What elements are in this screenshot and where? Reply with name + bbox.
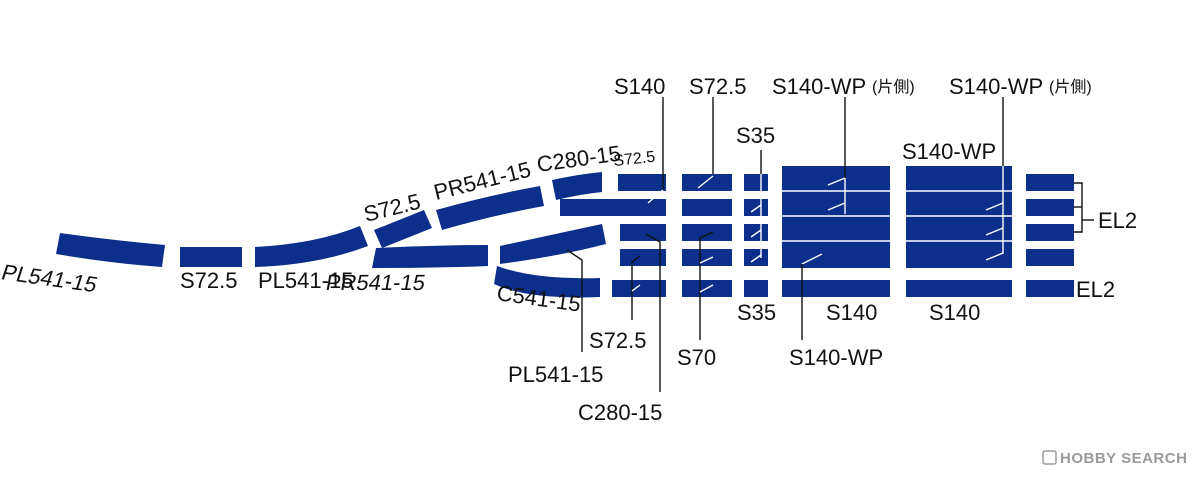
label-top-s140-wp-2: S140-WP [949, 74, 1043, 99]
label-top-s35: S35 [736, 123, 775, 148]
label-pr541-15-lower: PR541-15 [324, 270, 427, 295]
label-bottom-c280-15: C280-15 [578, 400, 662, 425]
label-top-s140: S140 [614, 74, 665, 99]
track-block-s140-wp-b [906, 166, 1012, 268]
label-pl541-15-italic: PL541-15 [0, 260, 101, 297]
track-el2-3 [1026, 224, 1074, 241]
track-row2-c [744, 199, 768, 216]
track-block-s140-wp-a [782, 166, 890, 268]
track-row4-b [682, 249, 732, 266]
track-piece-pr541-upper [436, 186, 544, 230]
track-row5-s140-b [906, 280, 1012, 297]
track-el2-5 [1026, 280, 1074, 297]
track-row4-c [744, 249, 768, 266]
label-top-s140-wp-2-note: (片側) [1049, 78, 1092, 96]
track-piece-pl541-lower-mid [500, 224, 606, 264]
track-row2-a [560, 199, 666, 216]
label-bottom-s140-b: S140 [929, 300, 980, 325]
label-left-s72-5: S72.5 [180, 268, 238, 293]
track-row2-b [682, 199, 732, 216]
track-row5-s140-a [782, 280, 890, 297]
label-mid-s140-wp: S140-WP [902, 139, 996, 164]
label-top-s140-wp-1: S140-WP [772, 74, 866, 99]
track-row3-b [682, 224, 732, 241]
label-bottom-s35: S35 [737, 300, 776, 325]
label-el2-bracket: EL2 [1098, 208, 1137, 233]
track-row1-b [682, 174, 732, 191]
track-piece-c280-upper [552, 172, 602, 200]
track-el2-4 [1026, 249, 1074, 266]
track-piece-c541-lower [494, 266, 600, 298]
label-bottom-s70: S70 [677, 345, 716, 370]
label-el2-bottom: EL2 [1076, 277, 1115, 302]
track-row3-c [744, 224, 768, 241]
watermark-logo-icon [1042, 450, 1057, 465]
label-s72-5-small: S72.5 [613, 149, 656, 170]
track-row5-a [612, 280, 666, 297]
track-piece-s72-5-left [180, 247, 242, 267]
track-el2-1 [1026, 174, 1074, 191]
label-left-pl541-15: PL541-15 [258, 268, 353, 293]
label-bottom-s140-wp: S140-WP [789, 345, 883, 370]
label-bottom-s72-5: S72.5 [589, 328, 647, 353]
watermark-text: HOBBY SEARCH [1060, 450, 1187, 467]
label-top-s72-5: S72.5 [689, 74, 747, 99]
track-row1-a [618, 174, 666, 191]
track-row5-c [744, 280, 768, 297]
track-row4-a [620, 249, 666, 266]
track-row3-a [620, 224, 666, 241]
label-bottom-pl541-15: PL541-15 [508, 362, 603, 387]
track-piece-pr541-lower [372, 245, 488, 268]
track-piece-pl541-left [56, 233, 165, 267]
track-row1-c [744, 174, 768, 191]
label-c280-15-upper: C280-15 [535, 140, 622, 177]
label-bottom-s140-a: S140 [826, 300, 877, 325]
track-el2-2 [1026, 199, 1074, 216]
track-piece-pl541-mid [255, 226, 368, 267]
label-top-s140-wp-1-note: (片側) [872, 78, 915, 96]
track-piece-s72-5-upper-diag [374, 210, 432, 248]
watermark: HOBBY SEARCH [1042, 450, 1187, 467]
